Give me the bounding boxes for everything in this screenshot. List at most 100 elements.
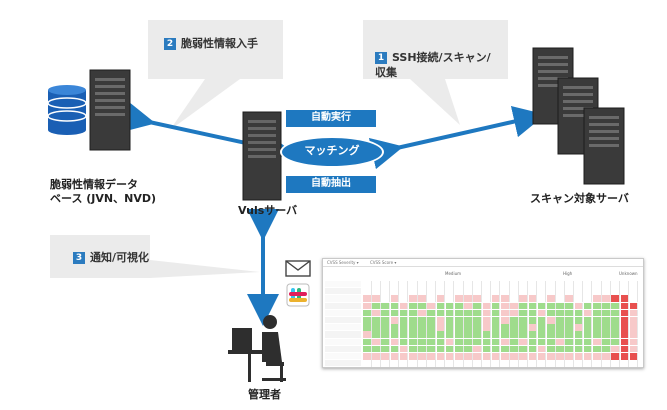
heatmap-cell (409, 345, 418, 353)
heatmap-cell (519, 288, 528, 295)
heatmap-cell (372, 338, 381, 346)
heatmap-cell (537, 338, 547, 346)
heatmap-cell (372, 317, 381, 324)
heatmap-cell (436, 338, 446, 346)
heatmap-cell (363, 338, 372, 346)
heatmap-cell (390, 309, 400, 317)
heatmap-cell (556, 338, 565, 346)
heatmap-cell (583, 353, 593, 360)
heatmap-cell (409, 295, 418, 302)
heatmap-cell (629, 345, 639, 353)
heatmap-cell (455, 281, 464, 288)
heatmap-cell (547, 295, 556, 302)
heatmap-cell (491, 353, 501, 360)
heatmap-cell (593, 309, 602, 317)
heatmap-cell (629, 338, 639, 346)
heatmap-cell (427, 317, 436, 324)
heatmap-cell (574, 288, 584, 295)
heatmap-cell (482, 331, 492, 338)
heatmap-cell (381, 338, 390, 346)
heatmap-cell (593, 317, 602, 324)
heatmap-cell (418, 353, 427, 360)
heatmap-cell (372, 353, 381, 360)
heatmap-tab-score: CVSS Score ▾ (369, 260, 397, 265)
heatmap-cell (445, 317, 455, 324)
heatmap-cell (427, 360, 436, 367)
heatmap-cell (473, 324, 482, 331)
heatmap-cell (602, 295, 611, 302)
heatmap-cell (629, 360, 639, 367)
heatmap-cell (491, 288, 501, 295)
heatmap-cell (455, 338, 464, 346)
heatmap-cell (427, 324, 436, 331)
heatmap-cell (436, 345, 446, 353)
heatmap-cell (620, 288, 630, 295)
heatmap-cell (445, 309, 455, 317)
heatmap-cell (363, 302, 372, 310)
heatmap-cell (528, 360, 538, 367)
heatmap-cell (519, 324, 528, 331)
heatmap-cell (482, 295, 492, 302)
heatmap-cell (501, 360, 510, 367)
heatmap-cell (418, 302, 427, 310)
heatmap-cell (537, 302, 547, 310)
heatmap-cell (501, 288, 510, 295)
heatmap-cell (556, 324, 565, 331)
heatmap-cell (528, 302, 538, 310)
heatmap-cell (427, 281, 436, 288)
heatmap-cell (583, 309, 593, 317)
heatmap-cell (574, 360, 584, 367)
heatmap-cell (583, 345, 593, 353)
heatmap-cell (593, 360, 602, 367)
heatmap-cell (399, 353, 409, 360)
heatmap-cell (611, 302, 620, 310)
heatmap-cell (381, 295, 390, 302)
heatmap-cell (620, 338, 630, 346)
heatmap-cell (629, 317, 639, 324)
heatmap-cell (565, 309, 574, 317)
heatmap-cell (556, 302, 565, 310)
heatmap-cell (381, 360, 390, 367)
heatmap-cell (409, 317, 418, 324)
heatmap-cell (501, 317, 510, 324)
heatmap-cell (436, 317, 446, 324)
heatmap-cell (593, 345, 602, 353)
heatmap-cell (611, 288, 620, 295)
heatmap-cell (593, 338, 602, 346)
heatmap-cell (445, 295, 455, 302)
heatmap-cell (565, 288, 574, 295)
heatmap-cell (593, 302, 602, 310)
heatmap-cell (363, 360, 372, 367)
heatmap-cell (473, 302, 482, 310)
heatmap-cell (528, 295, 538, 302)
heatmap-cell (363, 345, 372, 353)
heatmap-cell (537, 288, 547, 295)
heatmap-cell (390, 353, 400, 360)
heatmap-cell (510, 331, 519, 338)
heatmap-cell (519, 331, 528, 338)
heatmap-cell (427, 288, 436, 295)
heatmap-cell (473, 360, 482, 367)
heatmap-cell (363, 281, 372, 288)
heatmap-cell (390, 360, 400, 367)
heatmap-cell (464, 331, 473, 338)
heatmap-cell (473, 295, 482, 302)
heatmap-cell (501, 338, 510, 346)
heatmap-cell (501, 324, 510, 331)
heatmap-cell (510, 338, 519, 346)
heatmap-cell (381, 331, 390, 338)
heatmap-cell (455, 353, 464, 360)
heatmap-cell (455, 345, 464, 353)
heatmap-cell (556, 317, 565, 324)
heatmap-cell (381, 353, 390, 360)
heatmap-cell (390, 302, 400, 310)
vuls-server-label: Vulsサーバ (238, 204, 298, 217)
heatmap-cell (547, 288, 556, 295)
heatmap-cell (436, 302, 446, 310)
heatmap-cell (482, 302, 492, 310)
heatmap-cell (620, 324, 630, 331)
heatmap-cell (445, 324, 455, 331)
